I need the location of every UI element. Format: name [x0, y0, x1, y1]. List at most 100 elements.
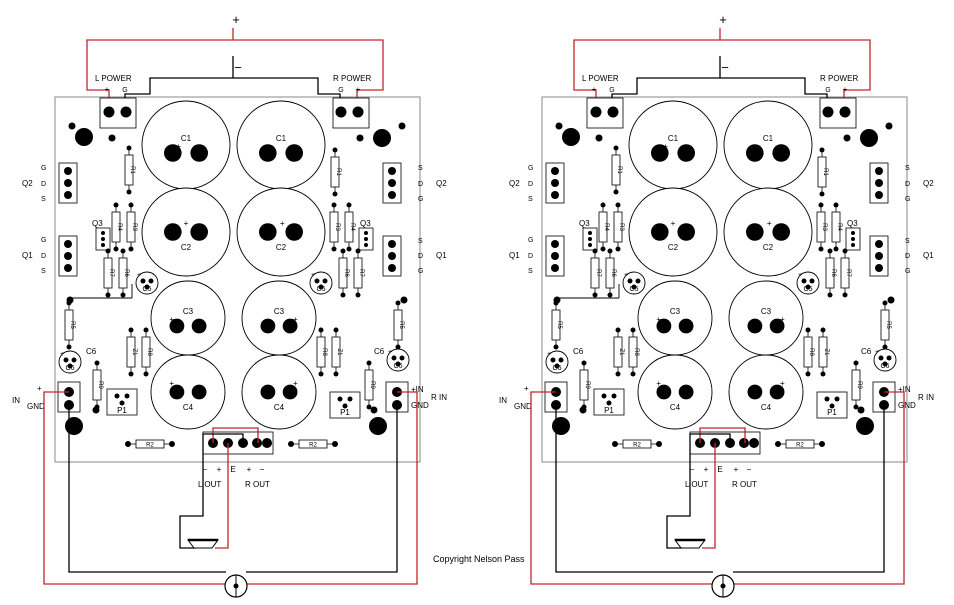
resistor-label: R6	[610, 269, 616, 277]
capacitor-pad	[747, 384, 763, 400]
resistor-body	[329, 211, 339, 243]
transistor-pin	[551, 240, 559, 248]
capacitor-pad	[395, 361, 401, 367]
transistor-pin	[388, 191, 396, 199]
capacitor-outline	[628, 187, 718, 277]
transistor-pin	[875, 240, 883, 248]
mounting-hole	[369, 417, 387, 435]
capacitor-pad	[260, 384, 276, 400]
resistor-body	[111, 211, 121, 243]
capacitor-plus: +	[169, 315, 174, 324]
transistor-pin	[64, 167, 72, 175]
resistor-body	[344, 211, 354, 243]
resistor-label: R4	[836, 223, 842, 231]
in-label: IN	[12, 396, 20, 405]
header-pin	[607, 106, 619, 118]
header-pin	[335, 106, 347, 118]
pin-name: G	[41, 165, 46, 172]
pin-name: D	[41, 253, 46, 260]
resistor-label: R2	[633, 443, 641, 449]
resistor-label: R5	[556, 321, 562, 329]
resistor-label: R3	[821, 223, 827, 231]
capacitor-pad	[259, 223, 277, 241]
capacitor-label: C5	[630, 286, 639, 293]
resistor-pad	[333, 327, 339, 333]
zener-z1-left: Z1	[613, 327, 624, 377]
in-plus-label: +	[524, 384, 529, 393]
capacitor-c5-left: C5+	[622, 271, 646, 295]
resistor-pad	[126, 145, 132, 151]
pin-name: S	[418, 165, 423, 172]
resistor-pad	[355, 248, 361, 254]
resistor-pad	[819, 147, 825, 153]
capacitor-pad	[878, 355, 884, 361]
pin-name: S	[41, 196, 46, 203]
capacitor-pad	[322, 278, 328, 284]
resistor-label: R4	[349, 223, 355, 231]
board-pad	[400, 296, 408, 304]
resistor-pad	[333, 371, 339, 377]
capacitor-pad	[260, 318, 276, 334]
capacitor-c6-left: C6+	[545, 350, 569, 374]
capacitor-pad	[550, 357, 556, 363]
resistor-pad	[120, 248, 126, 254]
copyright-note: Copyright Nelson Pass	[433, 554, 525, 564]
resistor-pad	[128, 327, 134, 333]
output-hot-wire	[699, 427, 746, 443]
board-pad	[68, 122, 76, 130]
positive-supply-sign: +	[719, 12, 727, 27]
capacitor-label: C3	[761, 307, 772, 316]
speaker-hot-wire	[215, 443, 229, 549]
resistor-r8-right: R8	[803, 327, 814, 377]
resistor-r1-right: R1	[330, 147, 341, 197]
pin-name: G	[905, 196, 910, 203]
pin	[606, 400, 612, 406]
pin-label: G	[609, 87, 614, 94]
resistor-r6-right: R6	[338, 248, 349, 298]
resistor-r8-left: R8	[628, 327, 639, 377]
output-pin-sign: −	[690, 465, 695, 474]
resistor-body	[331, 336, 341, 368]
capacitor-plus: +	[656, 315, 661, 324]
resistor-pad	[332, 441, 338, 447]
resistor-label: R2	[796, 443, 804, 449]
capacitor-plus: +	[663, 142, 668, 151]
resistor-r1-left: R1	[124, 145, 135, 195]
capacitor-pad	[190, 144, 208, 162]
resistor-pad	[128, 246, 134, 252]
resistor-r5-left: R5	[551, 300, 562, 350]
positive-supply-sign: +	[232, 12, 240, 27]
output-pin-sign: E	[230, 465, 235, 474]
resistor-r6-left: R6	[605, 248, 616, 298]
capacitor-pad	[259, 144, 277, 162]
resistor-label: Z1	[131, 348, 137, 356]
capacitor-c1-left: C1+	[628, 100, 718, 190]
capacitor-pad	[140, 278, 146, 284]
capacitor-label: C6	[553, 365, 562, 372]
p1-label: P1	[340, 408, 350, 417]
resistor-label: R9	[97, 381, 103, 389]
resistor-pad	[113, 246, 119, 252]
transistor-q2-right	[869, 162, 889, 204]
in-label: IN	[499, 396, 507, 405]
pin	[611, 393, 617, 399]
resistor-r1-right: R1	[817, 147, 828, 197]
capacitor-pad	[772, 144, 790, 162]
capacitor-c6-left: C6+	[58, 350, 82, 374]
capacitor-plus: +	[767, 219, 772, 228]
resistor-pad	[94, 360, 100, 366]
capacitor-c3-right: C3+	[728, 280, 804, 356]
resistor-body	[785, 439, 815, 449]
resistor-pad	[66, 300, 72, 306]
resistor-body	[628, 336, 638, 368]
transistor-pin	[551, 179, 559, 187]
resistor-label: Z1	[336, 348, 342, 356]
pin-name: G	[528, 237, 533, 244]
mounting-hole	[562, 128, 580, 146]
pin-label: +	[356, 85, 361, 94]
resistor-pad	[615, 246, 621, 252]
capacitor-plus: +	[60, 351, 64, 358]
capacitor-pad	[285, 223, 304, 241]
resistor-body	[840, 257, 850, 289]
ground-supply-wire	[611, 77, 828, 108]
